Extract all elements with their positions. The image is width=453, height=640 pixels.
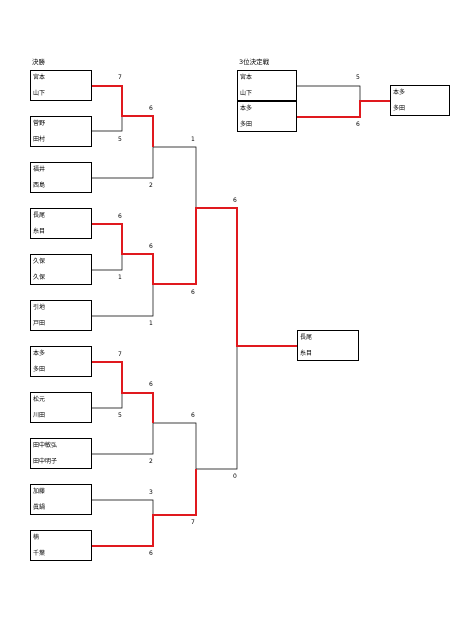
third-team-box: 宮本 山下 xyxy=(237,70,297,101)
team-box: 菅野 田村 xyxy=(30,116,92,147)
team-box: 本多 多田 xyxy=(30,346,92,377)
score: 6 xyxy=(191,289,195,296)
player-name: 本多 xyxy=(240,105,253,112)
player-name: 川田 xyxy=(33,412,46,419)
score: 7 xyxy=(191,519,195,526)
final-bracket-title: 決勝 xyxy=(32,58,45,66)
third-team-box: 本多 多田 xyxy=(237,101,297,132)
score: 6 xyxy=(149,381,153,388)
score: 1 xyxy=(118,274,122,281)
player-name: 楠 xyxy=(33,534,40,541)
player-name: 久保 xyxy=(33,274,46,281)
score: 5 xyxy=(356,74,360,81)
third-winner-box: 本多 多田 xyxy=(390,85,450,116)
player-name: 多田 xyxy=(240,121,253,128)
player-name: 長尾 xyxy=(33,212,46,219)
player-name: 宮本 xyxy=(33,74,46,81)
player-name: 久保 xyxy=(33,258,46,265)
player-name: 山下 xyxy=(240,90,253,97)
player-name: 菅野 xyxy=(33,120,46,127)
player-name: 多田 xyxy=(393,105,406,112)
score: 7 xyxy=(118,351,122,358)
team-box: 福井 西島 xyxy=(30,162,92,193)
score: 7 xyxy=(118,74,122,81)
team-box: 加藤 眞鍋 xyxy=(30,484,92,515)
score: 0 xyxy=(233,473,237,480)
score: 6 xyxy=(118,213,122,220)
player-name: 田村 xyxy=(33,136,46,143)
score: 1 xyxy=(149,320,153,327)
team-box: 楠 千葉 xyxy=(30,530,92,561)
score: 1 xyxy=(191,136,195,143)
score: 6 xyxy=(356,121,360,128)
player-name: 田中敏弘 xyxy=(33,442,58,449)
champion-name: 糸目 xyxy=(300,350,313,357)
champion-box: 長尾 糸目 xyxy=(297,330,359,361)
score: 6 xyxy=(149,243,153,250)
player-name: 本多 xyxy=(33,350,46,357)
score: 5 xyxy=(118,136,122,143)
player-name: 田中明子 xyxy=(33,458,58,465)
loser-lines xyxy=(92,85,361,515)
player-name: 本多 xyxy=(393,89,406,96)
player-name: 眞鍋 xyxy=(33,504,46,511)
team-box: 松元 川田 xyxy=(30,392,92,423)
player-name: 山下 xyxy=(33,90,46,97)
player-name: 千葉 xyxy=(33,550,46,557)
score: 2 xyxy=(149,458,153,465)
winner-lines xyxy=(92,85,390,547)
player-name: 宮本 xyxy=(240,74,253,81)
score: 2 xyxy=(149,182,153,189)
score: 6 xyxy=(233,197,237,204)
player-name: 加藤 xyxy=(33,488,46,495)
score: 3 xyxy=(149,489,153,496)
player-name: 戸田 xyxy=(33,320,46,327)
team-box: 田中敏弘 田中明子 xyxy=(30,438,92,469)
score: 6 xyxy=(149,550,153,557)
score: 6 xyxy=(191,412,195,419)
player-name: 松元 xyxy=(33,396,46,403)
team-box: 長尾 糸目 xyxy=(30,208,92,239)
player-name: 西島 xyxy=(33,182,46,189)
player-name: 引地 xyxy=(33,304,46,311)
champion-name: 長尾 xyxy=(300,334,313,341)
third-place-title: 3位決定戦 xyxy=(239,58,270,66)
player-name: 福井 xyxy=(33,166,46,173)
score: 6 xyxy=(149,105,153,112)
team-box: 宮本 山下 xyxy=(30,70,92,101)
player-name: 糸目 xyxy=(33,228,46,235)
team-box: 久保 久保 xyxy=(30,254,92,285)
score: 5 xyxy=(118,412,122,419)
player-name: 多田 xyxy=(33,366,46,373)
team-box: 引地 戸田 xyxy=(30,300,92,331)
